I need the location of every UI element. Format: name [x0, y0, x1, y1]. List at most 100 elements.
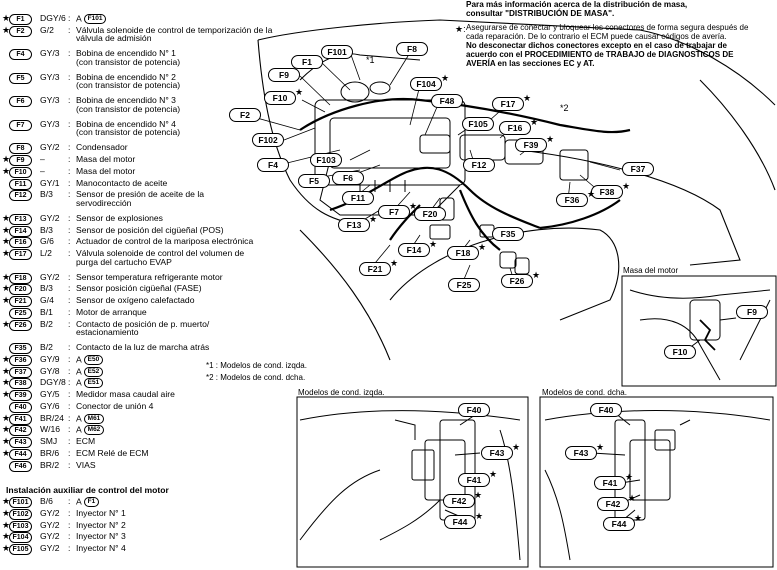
connector-description: Bobina de encendido N° 1 (con transistor… — [76, 48, 181, 67]
connector-color: GY/2 — [40, 142, 60, 153]
caution-line2: cada reparación. De lo contrario el ECM … — [466, 31, 727, 41]
rhd-panel-title: Modelos de cond. dcha. — [542, 388, 627, 397]
connector-color: BR/2 — [40, 459, 60, 470]
legend-star: ★ — [2, 224, 11, 235]
connector-id-badge: F20 — [9, 284, 32, 296]
connector-ref-badge: M62 — [83, 425, 105, 436]
mark-lhd: *1 — [366, 55, 375, 65]
main-callout-f2: F2 — [229, 108, 261, 122]
connector-color: L/2 — [40, 248, 52, 258]
connector-description: Actuador de control de la mariposa elect… — [76, 236, 254, 247]
connector-description: Medidor masa caudal aire — [76, 389, 175, 399]
main-callout-f103: F103 — [310, 153, 342, 167]
callout-star: ★ — [596, 442, 605, 452]
connector-color: GY/2 — [40, 212, 60, 223]
legend-colon: : — [68, 389, 71, 399]
connector-id-badge: F1 — [9, 14, 32, 25]
inset-callout-f41: F41 — [458, 473, 490, 487]
connector-description: Sensor de presión de aceite de la servod… — [76, 189, 205, 208]
connector-description: ECM Relé de ECM — [76, 447, 149, 458]
callout-star: ★ — [369, 214, 378, 224]
inset-callout-f10: F10 — [664, 345, 696, 359]
legend-colon: : — [68, 353, 71, 364]
legend-star: ★ — [2, 318, 11, 329]
main-callout-f5: F5 — [298, 174, 330, 188]
legend-colon: : — [68, 248, 71, 258]
top-note-line2: consultar "DISTRIBUCIÓN DE MASA". — [466, 9, 615, 19]
legend-colon: : — [68, 412, 71, 423]
callout-star: ★ — [390, 258, 399, 268]
main-callout-f10: F10 — [264, 91, 296, 105]
connector-color: G/2 — [40, 24, 54, 35]
legend-colon: : — [68, 236, 71, 247]
connector-description: Válvula solenoide de control de temporiz… — [76, 24, 273, 44]
main-callout-f1: F1 — [291, 55, 323, 69]
connector-id-badge: F7 — [9, 119, 32, 131]
connector-description: A E52 — [76, 366, 298, 377]
main-callout-f37: F37 — [622, 162, 654, 176]
main-callout-f8: F8 — [396, 42, 428, 56]
callout-star: ★ — [512, 442, 521, 452]
callout-star: ★ — [409, 201, 418, 211]
connector-description: Sensor de explosiones — [76, 212, 163, 223]
connector-color: GY/8 — [40, 365, 60, 376]
main-callout-f21: F21 — [359, 262, 391, 276]
connector-id-badge: F4 — [9, 49, 32, 61]
connector-description: Bobina de encendido N° 2 (con transistor… — [76, 71, 181, 91]
connector-ref-badge: F101 — [83, 14, 107, 24]
connector-id-badge: F26 — [9, 319, 32, 331]
main-callout-f26: F26 — [501, 274, 533, 288]
connector-color: DGY/6 — [40, 13, 66, 23]
connector-id-badge: F9 — [9, 155, 32, 166]
callout-star: ★ — [523, 93, 532, 103]
main-callout-f36: F36 — [556, 193, 588, 207]
legend-colon: : — [68, 118, 71, 129]
inset-callout-f9: F9 — [736, 305, 768, 319]
main-callout-f16: F16 — [499, 121, 531, 135]
connector-description: Inyector N° 4 — [76, 543, 126, 553]
connector-id-badge: F42 — [9, 425, 32, 437]
lhd-ecm-panel-drawing — [296, 396, 529, 568]
legend-star: ★ — [2, 531, 11, 542]
legend-colon: : — [68, 48, 71, 59]
connector-color: SMJ — [40, 436, 58, 446]
inset-callout-f42: F42 — [443, 494, 475, 508]
legend-colon: : — [68, 13, 71, 23]
callout-star: ★ — [546, 134, 555, 144]
legend-colon: : — [68, 177, 71, 188]
callout-star: ★ — [295, 87, 304, 97]
connector-id-badge: F39 — [9, 390, 32, 401]
callout-star: ★ — [532, 270, 541, 280]
connector-description: Contacto de la luz de marcha atrás — [76, 342, 210, 352]
connector-color: GY/6 — [40, 400, 60, 411]
inset-callout-f40: F40 — [590, 403, 622, 417]
legend-star: ★ — [2, 283, 11, 294]
main-callout-f39: F39 — [515, 138, 547, 152]
car-body-outline — [257, 19, 776, 361]
connector-color: – — [40, 154, 45, 164]
callout-star: ★ — [634, 513, 643, 523]
main-callout-f18: F18 — [447, 246, 479, 260]
aux-legend-title: Instalación auxiliar de control del moto… — [6, 485, 169, 495]
connector-id-badge: F11 — [9, 178, 32, 190]
connector-color: GY/2 — [40, 519, 60, 530]
legend-star: ★ — [2, 436, 11, 446]
footnote-lhd: *1 : Modelos de cond. izqda. — [206, 361, 307, 370]
inset-callout-f44: F44 — [444, 515, 476, 529]
connector-ref-badge: E50 — [83, 354, 104, 365]
main-callout-f17: F17 — [492, 97, 524, 111]
connector-description: Sensor temperatura refrigerante motor — [76, 271, 223, 282]
legend-colon: : — [68, 365, 71, 376]
legend-star: ★ — [2, 447, 11, 458]
legend-colon: : — [68, 295, 71, 305]
callout-star: ★ — [441, 73, 450, 83]
connector-color: GY/3 — [40, 48, 60, 59]
connector-id-badge: F101 — [9, 497, 32, 508]
callout-star: ★ — [475, 511, 484, 521]
connector-id-badge: F40 — [9, 401, 32, 413]
connector-description: Manocontacto de aceite — [76, 177, 168, 188]
main-callout-f11: F11 — [342, 191, 374, 205]
legend-star: ★ — [2, 519, 11, 530]
inset-callout-f42: F42 — [597, 497, 629, 511]
main-callout-f25: F25 — [448, 278, 480, 292]
